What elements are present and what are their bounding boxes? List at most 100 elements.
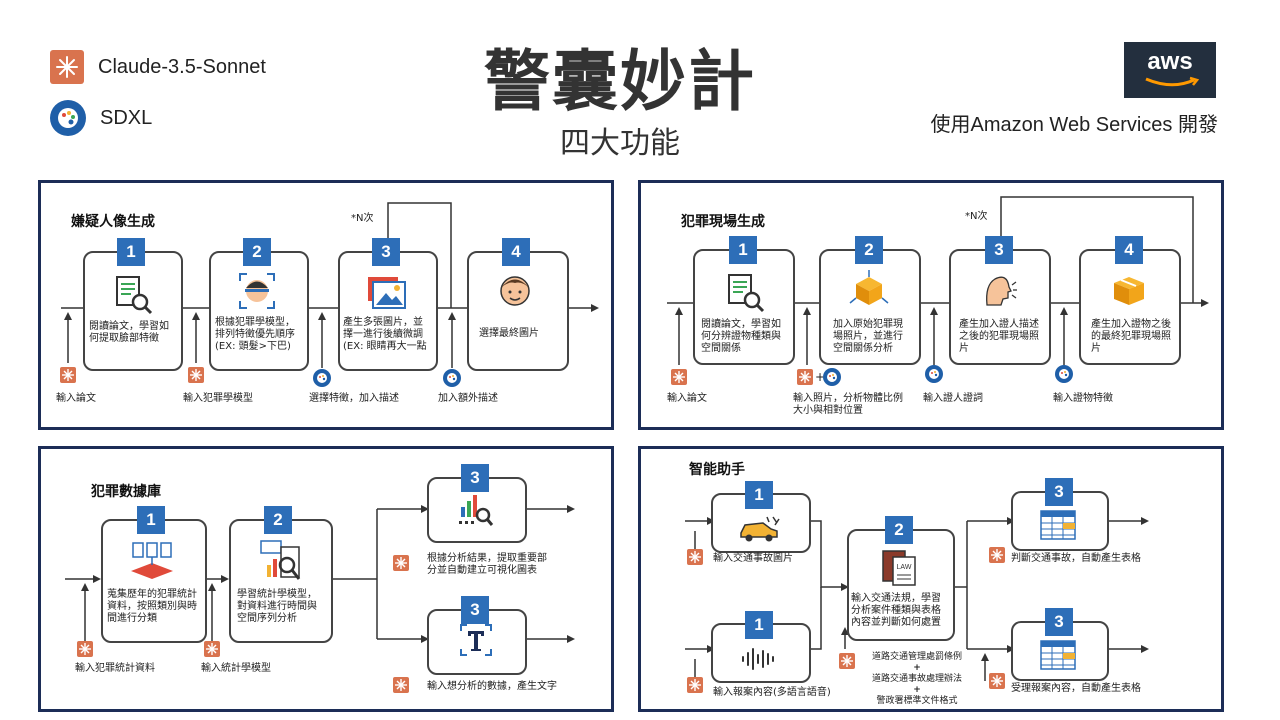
law-item: 警政署標準文件格式 xyxy=(876,696,958,706)
claude-icon xyxy=(687,549,703,565)
loop-note: *N次 xyxy=(965,211,988,222)
step-3-text: 產生加入證人描述之後的犯罪現場照片 xyxy=(959,319,1039,354)
input-label: 選擇特徵，加入描述 xyxy=(309,393,399,404)
step-2-badge: 2 xyxy=(243,238,271,266)
step-2-box xyxy=(819,249,921,365)
person-face-icon xyxy=(500,276,530,306)
spreadsheet-icon xyxy=(1040,640,1076,670)
panel-crime-database: 犯罪數據庫 1 2 3 3 xyxy=(38,446,614,712)
law-plus: + xyxy=(913,663,921,673)
step-3-text: 產生多張圖片，並擇一進行後續微調 (EX: 眼睛再大一點 xyxy=(343,317,427,352)
claude-icon xyxy=(393,677,409,693)
step-1-badge: 1 xyxy=(729,236,757,264)
step-2-badge: 2 xyxy=(885,516,913,544)
chart-magnifier-icon xyxy=(459,495,494,526)
step-4-box xyxy=(1079,249,1181,365)
step-2-text: 輸入交通法規，學習分析案件種類與表格內容並判斷如何處置 xyxy=(851,593,941,628)
step-3a-text: 判斷交通事故，自動產生表格 xyxy=(1011,553,1141,564)
step-3-badge: 3 xyxy=(985,236,1013,264)
step-3b-badge: 3 xyxy=(1045,608,1073,636)
step-1-text: 蒐集歷年的犯罪統計資料，按照類別與時間進行分類 xyxy=(107,589,197,624)
step-3a-badge: 3 xyxy=(461,464,489,492)
document-search-icon xyxy=(116,276,153,315)
sdxl-icon xyxy=(925,365,943,383)
claude-icon xyxy=(989,673,1005,689)
input-label: 加入額外描述 xyxy=(438,393,498,404)
claude-model-name: Claude-3.5-Sonnet xyxy=(98,55,266,78)
loop-note: *N次 xyxy=(351,213,374,224)
sdxl-icon xyxy=(1055,365,1073,383)
claude-icon xyxy=(839,653,855,669)
analysis-chart-icon xyxy=(260,540,301,580)
panel-title: 犯罪數據庫 xyxy=(91,484,161,500)
step-1-text: 閱讀論文，學習如何提取臉部特徵 xyxy=(89,321,169,344)
sdxl-icon xyxy=(443,369,461,387)
claude-logo-icon xyxy=(50,50,84,84)
step-4-badge: 4 xyxy=(502,238,530,266)
input-label: 輸入證物特徵 xyxy=(1053,393,1113,404)
images-icon xyxy=(368,277,406,309)
plus-sign: + xyxy=(815,370,826,384)
step-3a-badge: 3 xyxy=(1045,478,1073,506)
step-1-box xyxy=(693,249,795,365)
claude-icon xyxy=(188,367,204,383)
step-2-badge: 2 xyxy=(264,506,292,534)
spreadsheet-icon xyxy=(1040,510,1076,540)
flow-arrows xyxy=(685,517,1149,681)
step-4-box xyxy=(467,251,569,371)
claude-icon xyxy=(989,547,1005,563)
step-1-text: 閱讀論文，學習如何分辨證物種類與空間關係 xyxy=(701,319,781,354)
claude-model-label: Claude-3.5-Sonnet xyxy=(50,50,266,84)
sdxl-icon xyxy=(823,368,841,386)
law-item: 道路交通管理處罰條例 xyxy=(871,652,962,662)
step-1-box xyxy=(83,251,183,371)
evidence-box-icon xyxy=(1114,277,1144,305)
step-4-text: 選擇最終圖片 xyxy=(479,328,539,339)
law-plus: + xyxy=(913,685,921,695)
panel-crime-scene: 犯罪現場生成 *N次 1 2 3 4 xyxy=(638,180,1224,430)
step-2-text: 加入原始犯罪現場照片，並進行空間關係分析 xyxy=(833,319,903,354)
claude-icon xyxy=(393,555,409,571)
sdxl-icon xyxy=(313,369,331,387)
step-3-badge: 3 xyxy=(372,238,400,266)
car-accident-icon xyxy=(740,516,780,542)
database-documents-icon xyxy=(131,542,173,579)
document-search-icon xyxy=(728,274,765,313)
law-book-icon: LAW xyxy=(882,550,916,586)
step-1-badge: 1 xyxy=(117,238,145,266)
sound-wave-icon xyxy=(742,648,774,670)
text-tool-icon xyxy=(460,624,492,656)
step-1a-text: 輸入交通事故圖片 xyxy=(713,553,793,564)
panel-title: 智能助手 xyxy=(689,462,745,478)
input-label: 輸入論文 xyxy=(56,393,96,404)
panel-title: 嫌疑人像生成 xyxy=(71,214,155,230)
aws-smile-icon xyxy=(1145,76,1200,87)
sdxl-model-label: SDXL xyxy=(50,100,152,136)
claude-icon xyxy=(797,369,813,385)
panel-title: 犯罪現場生成 xyxy=(681,214,765,230)
svg-text:LAW: LAW xyxy=(897,564,912,571)
step-2-text: 根據犯罪學模型，排列特徵優先順序 (EX: 頭髮>下巴) xyxy=(215,317,295,352)
claude-icon xyxy=(77,641,93,657)
panel-suspect-portrait: 嫌疑人像生成 *N次 1 2 3 4 xyxy=(38,180,614,430)
aws-logo: aws xyxy=(1124,42,1216,98)
step-3-box xyxy=(949,249,1051,365)
law-item: 道路交通事故處理辦法 xyxy=(871,674,962,684)
step-2-box xyxy=(229,519,333,643)
face-scan-icon xyxy=(239,273,275,309)
3d-box-icon xyxy=(849,270,889,305)
step-3-box xyxy=(338,251,438,371)
step-4-text: 產生加入證物之後的最終犯罪現場照片 xyxy=(1091,319,1171,354)
input-label: 輸入論文 xyxy=(667,393,707,404)
claude-icon xyxy=(671,369,687,385)
step-3b-text: 受理報案內容，自動產生表格 xyxy=(1011,683,1141,694)
step-2-box xyxy=(209,251,309,371)
step-1-badge: 1 xyxy=(137,506,165,534)
sdxl-model-name: SDXL xyxy=(100,106,153,129)
aws-logo-text: aws xyxy=(1147,48,1193,75)
step-3a-text: 根據分析結果，提取重要部分並自動建立可視化圖表 xyxy=(427,553,547,576)
input-label: 輸入犯罪統計資料 xyxy=(75,663,155,674)
flow-arrows xyxy=(65,505,575,643)
witness-speaking-icon xyxy=(986,276,1017,306)
claude-icon xyxy=(687,677,703,693)
